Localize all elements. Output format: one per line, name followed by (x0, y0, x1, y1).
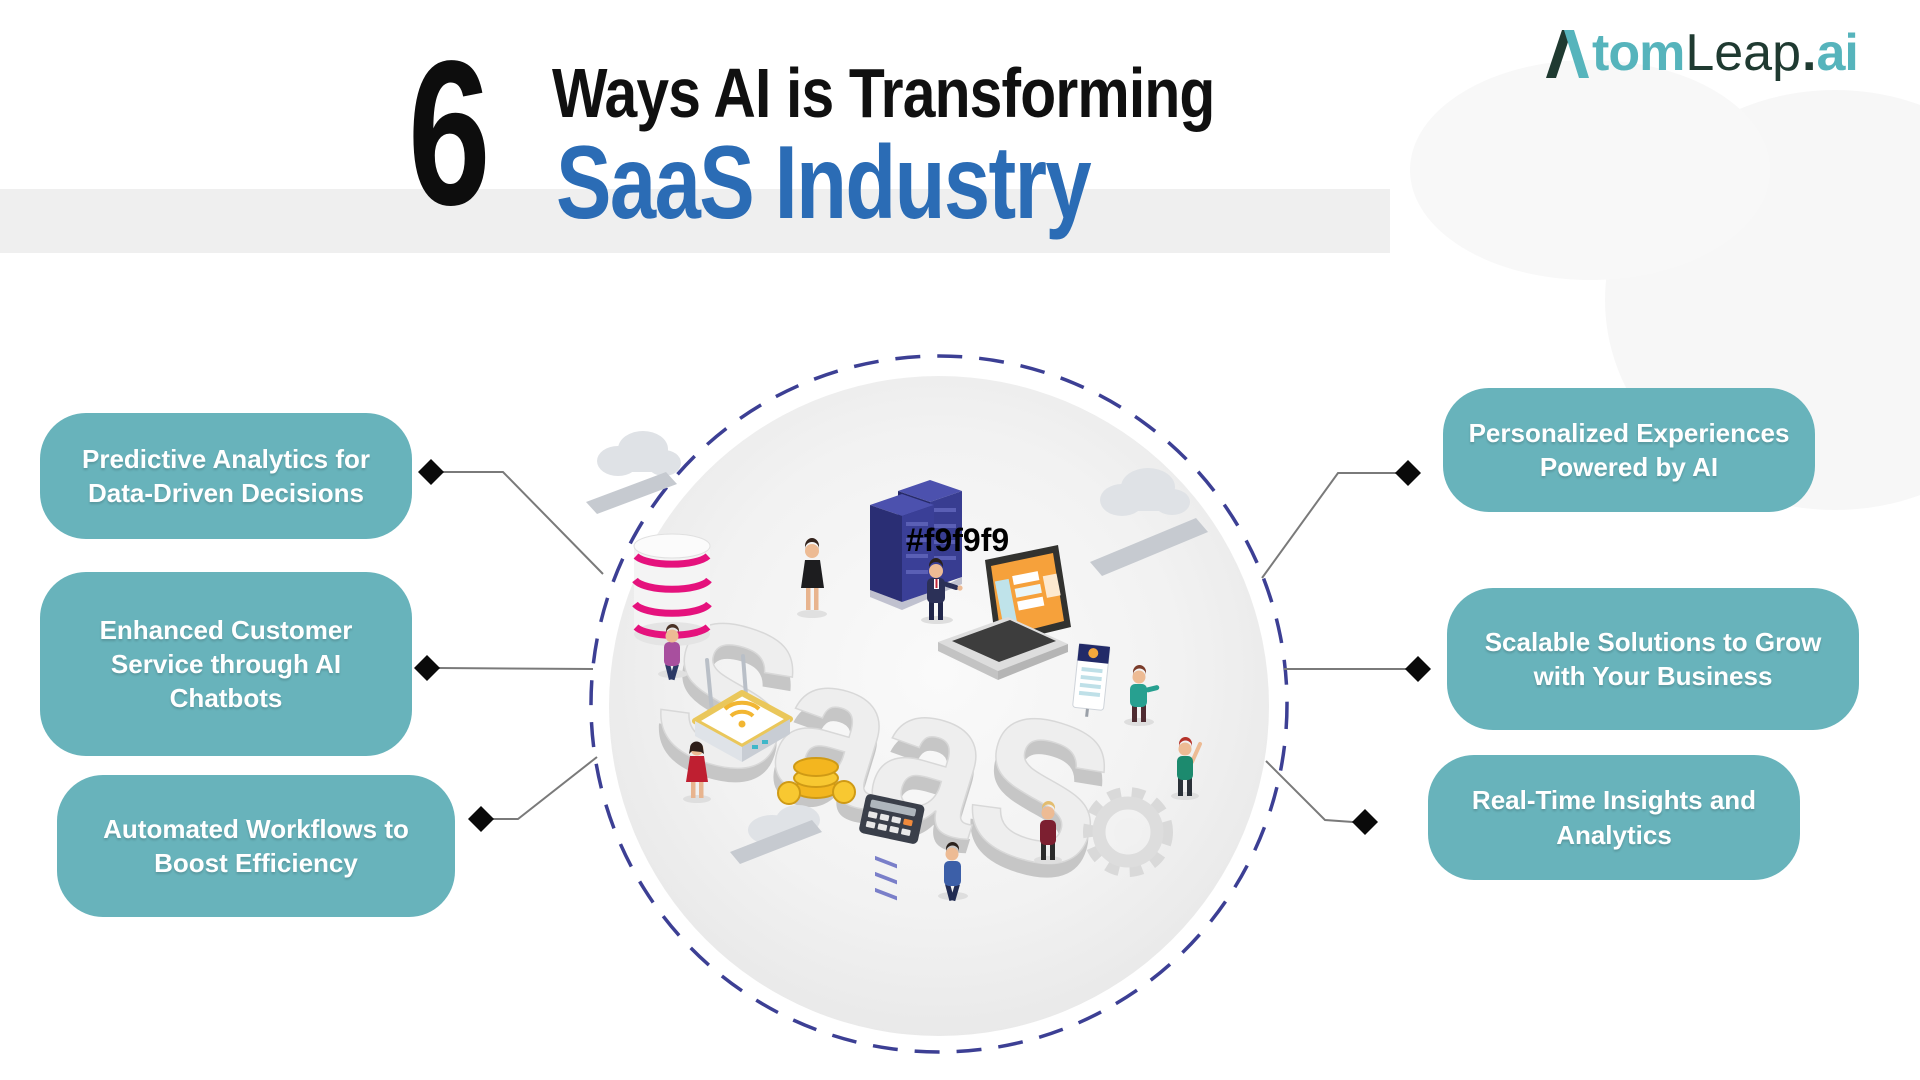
person-suit-man (921, 558, 963, 624)
connector-line-right-1 (1261, 472, 1396, 579)
cloud-ramp (586, 472, 677, 514)
logo-text-ai: ai (1816, 24, 1858, 83)
cloud-ramp (730, 820, 822, 864)
person-blue-walker (938, 842, 968, 902)
color-watermark: #f9f9f9 (906, 522, 1009, 558)
database-cylinder (632, 533, 712, 646)
benefit-label: Personalized Experiences Powered by AI (1468, 417, 1790, 482)
cloud-ramp (1090, 518, 1208, 576)
connector-line-left-2 (438, 667, 594, 670)
person-teal-man (1124, 665, 1160, 726)
gear (1083, 787, 1173, 877)
person-green-woman-waving (1171, 737, 1202, 800)
logo-text-tom: tom (1592, 24, 1685, 83)
connector-line-right-3 (1265, 760, 1354, 823)
diamond-marker (414, 655, 440, 681)
logo-text-dot: . (1802, 24, 1816, 83)
person-red-dress-woman (683, 741, 711, 803)
coins (777, 757, 856, 805)
benefit-card-realtime-insights: Real-Time Insights and Analytics (1428, 755, 1800, 880)
logo-a-mark (1546, 30, 1589, 78)
benefit-label: Enhanced Customer Service through AI Cha… (99, 614, 353, 714)
server-rack (870, 480, 962, 901)
benefit-card-scalable-solutions: Scalable Solutions to Grow with Your Bus… (1447, 588, 1859, 730)
title-line-1: Ways AI is Transforming (552, 54, 1215, 132)
person-maroon-woman (1034, 801, 1062, 864)
benefit-card-personalized-experiences: Personalized Experiences Powered by AI (1443, 388, 1815, 512)
diamond-marker (1352, 809, 1378, 835)
benefit-label: Automated Workflows to Boost Efficiency (103, 813, 409, 878)
title-number: 6 (408, 18, 490, 248)
background-blob (1410, 60, 1770, 280)
laptop (938, 545, 1071, 680)
diamond-marker (1395, 460, 1421, 486)
logo-text-leap: Leap (1685, 24, 1802, 83)
diamond-marker (1405, 656, 1431, 682)
diamond-marker (468, 806, 494, 832)
benefit-card-customer-service: Enhanced Customer Service through AI Cha… (40, 572, 412, 756)
calculator (859, 794, 925, 844)
connector-line-left-1 (443, 471, 604, 575)
person-purple-walker (658, 624, 688, 681)
cloud-top-left (597, 431, 681, 476)
benefit-label: Scalable Solutions to Grow with Your Bus… (1484, 626, 1822, 691)
diamond-marker (418, 459, 444, 485)
benefit-card-predictive-analytics: Predictive Analytics for Data-Driven Dec… (40, 413, 412, 539)
benefit-label: Predictive Analytics for Data-Driven Dec… (81, 443, 371, 508)
title-highlight-band (0, 189, 1390, 253)
cloud-right (1100, 468, 1190, 516)
person-woman-black-dress (797, 538, 827, 618)
benefit-label: Real-Time Insights and Analytics (1471, 785, 1757, 850)
benefit-card-automated-workflows: Automated Workflows to Boost Efficiency (57, 775, 455, 917)
dashed-circle-border (589, 354, 1289, 1054)
illustration-disc (609, 376, 1269, 1036)
wifi-router (692, 654, 793, 762)
report-card (1072, 643, 1111, 717)
title-line-2: SaaS Industry (556, 125, 1092, 241)
connector-line-left-3 (493, 756, 598, 820)
